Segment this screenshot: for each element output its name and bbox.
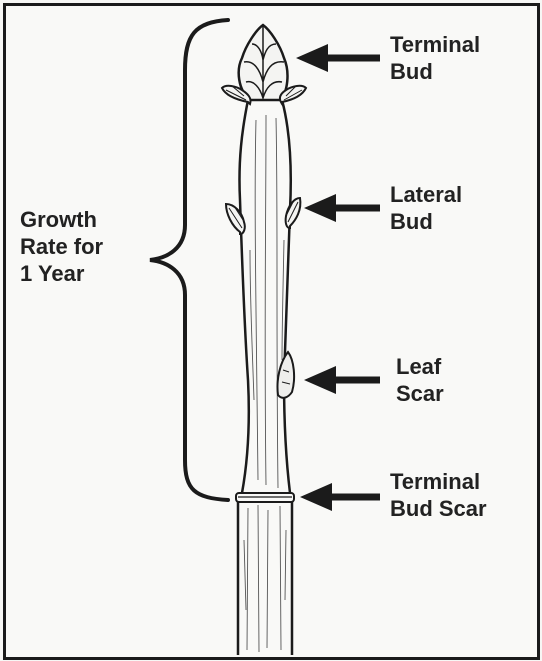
arrow-terminal-bud-scar — [300, 483, 380, 511]
arrow-leaf-scar — [304, 366, 380, 394]
older-stem — [238, 500, 292, 655]
terminal-bud-scar-ring — [236, 493, 294, 502]
label-terminal-bud: Terminal Bud — [390, 31, 480, 85]
label-lateral-bud: Lateral Bud — [390, 181, 462, 235]
label-terminal-bud-scar: Terminal Bud Scar — [390, 468, 487, 522]
leaf-scar — [277, 352, 294, 398]
arrow-lateral-bud — [304, 194, 380, 222]
terminal-bud — [239, 25, 288, 100]
label-growth-rate: Growth Rate for 1 Year — [20, 206, 103, 287]
label-leaf-scar: Leaf Scar — [396, 353, 444, 407]
current-year-stem — [239, 100, 290, 493]
growth-bracket — [150, 20, 228, 500]
arrow-terminal-bud — [296, 44, 380, 72]
